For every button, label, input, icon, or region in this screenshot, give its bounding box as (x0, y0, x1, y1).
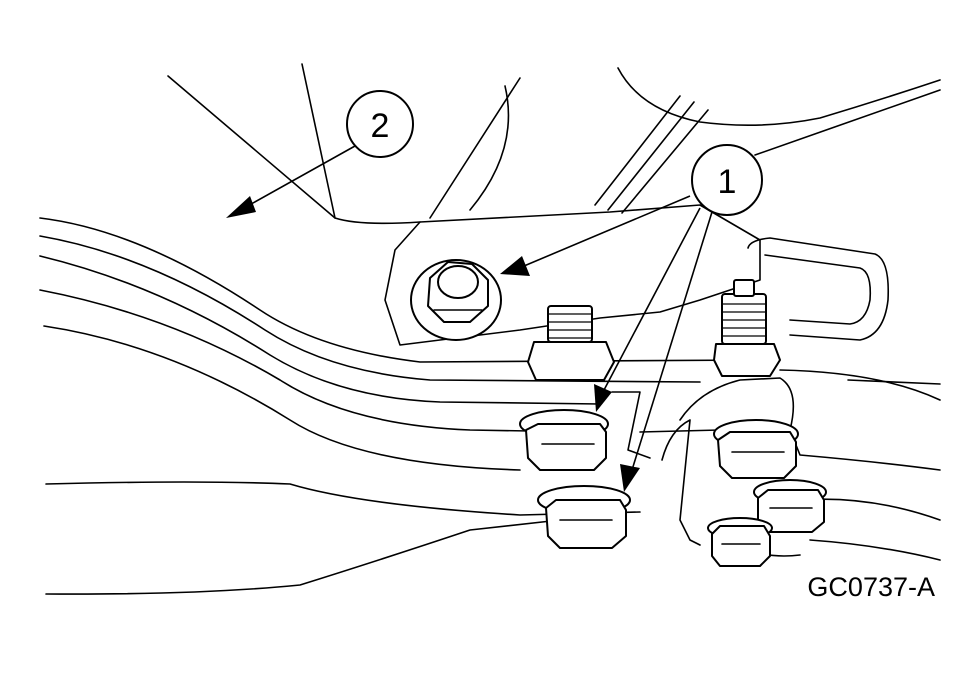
threaded-stud (527, 305, 615, 381)
threaded-stud (713, 279, 781, 377)
callout-1-label: 1 (718, 163, 737, 201)
hex-bolt (753, 479, 827, 533)
gear-housing (661, 237, 941, 561)
figure-id: GC0737-A (807, 572, 935, 602)
mounting-bracket (384, 204, 761, 346)
callout-2: 2 (226, 90, 414, 218)
hex-bolt (713, 419, 799, 479)
steering-linkage (39, 217, 761, 595)
callout-2-label: 2 (371, 107, 390, 145)
flange-nut (537, 485, 631, 549)
flange-nut (410, 259, 502, 341)
flange-nut (519, 409, 609, 471)
callout-1: 1 (500, 144, 763, 492)
hex-bolt (707, 517, 773, 567)
vehicle-body-outline (167, 63, 941, 225)
